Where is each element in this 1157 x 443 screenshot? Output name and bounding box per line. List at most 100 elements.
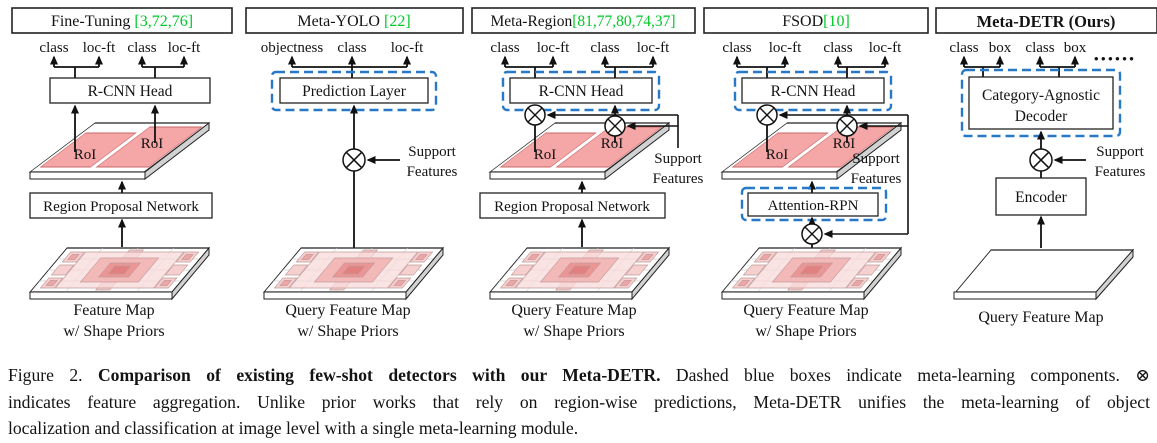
attention-rpn-label: Attention-RPN bbox=[768, 198, 859, 214]
feature-map-with-priors bbox=[488, 246, 671, 301]
support-features-wiring bbox=[546, 111, 679, 148]
output-label: loc-ft bbox=[391, 40, 424, 56]
query-feature-map bbox=[953, 248, 1135, 301]
encoder-label: Encoder bbox=[1015, 189, 1067, 206]
title-box bbox=[471, 7, 696, 34]
title-box bbox=[245, 7, 464, 34]
decoder-box bbox=[968, 76, 1114, 130]
caption-text: Dashed blue boxes indicate meta-learning… bbox=[660, 365, 1150, 385]
map-caption-line: Feature Map bbox=[73, 302, 154, 319]
prediction-layer-label: Prediction Layer bbox=[302, 83, 407, 100]
panel-meta-region: Meta-Region[81,77,80,74,37] class loc-ft… bbox=[470, 0, 704, 352]
caption-line-2: indicates feature aggregation. Unlike pr… bbox=[8, 391, 1150, 412]
output-label: loc-ft bbox=[83, 40, 116, 56]
caption-figure-number: Figure 2. bbox=[8, 365, 98, 385]
panel-title: FSOD[10] bbox=[782, 13, 850, 30]
feature-map-with-priors bbox=[262, 246, 445, 301]
map-caption-line: Query Feature Map bbox=[511, 302, 636, 319]
rcnn-head-box bbox=[741, 77, 885, 104]
output-fork-arrows bbox=[960, 55, 1079, 77]
support-features-label: Features bbox=[653, 171, 704, 187]
map-caption-line: Query Feature Map bbox=[743, 302, 868, 319]
support-features-label: Features bbox=[851, 171, 902, 187]
output-label: loc-ft bbox=[537, 40, 570, 56]
panel-fine-tuning: Fine-Tuning [3,72,76] class loc-ft class… bbox=[10, 0, 238, 352]
map-caption-line: w/ Shape Priors bbox=[523, 323, 624, 340]
output-fork-arrows bbox=[288, 55, 411, 78]
output-label: class bbox=[490, 40, 519, 56]
map-caption-line: Query Feature Map bbox=[285, 302, 410, 319]
support-features-label: Features bbox=[407, 164, 458, 180]
feature-aggregation-symbol bbox=[342, 148, 366, 172]
map-caption-line: w/ Shape Priors bbox=[297, 323, 398, 340]
panel-title: Fine-Tuning [3,72,76] bbox=[51, 13, 193, 30]
feature-aggregation-symbol bbox=[801, 223, 823, 245]
rpn-label: Region Proposal Network bbox=[494, 199, 650, 215]
panel-title: Meta-DETR (Ours) bbox=[977, 12, 1116, 31]
roi-label: RoI bbox=[833, 136, 856, 152]
map-caption-line: w/ Shape Priors bbox=[755, 323, 856, 340]
roi-label: RoI bbox=[766, 147, 789, 163]
output-label: loc-ft bbox=[168, 40, 201, 56]
feature-aggregation-symbol bbox=[524, 104, 546, 126]
caption-bold-title: Comparison of existing few-shot detector… bbox=[97, 365, 661, 385]
decoder-label: Decoder bbox=[1015, 108, 1068, 125]
support-features-label: Support bbox=[1096, 144, 1144, 160]
output-label: box bbox=[989, 40, 1012, 56]
roi-plane bbox=[488, 121, 671, 181]
meta-learning-dashed-box bbox=[733, 70, 893, 112]
encoder-box bbox=[995, 177, 1087, 216]
rcnn-head-box bbox=[49, 77, 211, 104]
title-box bbox=[935, 7, 1157, 34]
feature-aggregation-symbol bbox=[1029, 148, 1053, 172]
panel-title: Meta-Region[81,77,80,74,37] bbox=[490, 13, 675, 30]
feature-aggregation-symbol bbox=[756, 104, 778, 126]
support-features-label: Support bbox=[852, 151, 900, 167]
rpn-label: Region Proposal Network bbox=[43, 199, 199, 215]
rpn-box bbox=[479, 192, 666, 219]
output-label: class bbox=[337, 40, 366, 56]
output-label: class bbox=[127, 40, 156, 56]
caption-line-1: Figure 2. Comparison of existing few-sho… bbox=[8, 362, 1150, 389]
panel-meta-detr: Meta-DETR (Ours) class box class box •••… bbox=[934, 0, 1157, 352]
feature-map-with-priors bbox=[28, 246, 211, 301]
meta-learning-dashed-box bbox=[501, 70, 661, 112]
panel-title: Meta-YOLO [22] bbox=[297, 13, 410, 30]
output-fork-arrows bbox=[733, 55, 889, 78]
panel-meta-yolo: Meta-YOLO [22] objectness class loc-ft P… bbox=[244, 0, 472, 352]
roi-label: RoI bbox=[534, 147, 557, 163]
rcnn-head-label: R-CNN Head bbox=[88, 83, 173, 100]
output-label: class bbox=[1025, 40, 1054, 56]
output-label: loc-ft bbox=[637, 40, 670, 56]
map-caption-line: w/ Shape Priors bbox=[63, 323, 164, 340]
roi-plane bbox=[720, 121, 903, 181]
output-label: objectness bbox=[261, 40, 324, 56]
output-label: loc-ft bbox=[769, 40, 802, 56]
rcnn-head-label: R-CNN Head bbox=[771, 83, 856, 100]
roi-plane bbox=[28, 121, 211, 181]
panel-fsod: FSOD[10] class loc-ft class loc-ft R-CNN… bbox=[702, 0, 930, 352]
ellipsis-dots: •••••• bbox=[1094, 51, 1136, 66]
output-label: loc-ft bbox=[869, 40, 902, 56]
output-label: class bbox=[39, 40, 68, 56]
output-label: class bbox=[722, 40, 751, 56]
output-label: class bbox=[823, 40, 852, 56]
feature-aggregation-symbol bbox=[604, 115, 626, 137]
figure-caption: Figure 2. Comparison of existing few-sho… bbox=[8, 362, 1150, 442]
feature-aggregation-symbol bbox=[836, 115, 858, 137]
output-label: class bbox=[590, 40, 619, 56]
rpn-box bbox=[29, 192, 213, 219]
map-caption-line: Query Feature Map bbox=[978, 309, 1103, 326]
roi-label: RoI bbox=[601, 136, 624, 152]
roi-label: RoI bbox=[74, 147, 97, 163]
meta-learning-dashed-box bbox=[270, 70, 438, 112]
feature-map-with-priors bbox=[720, 246, 903, 301]
roi-label: RoI bbox=[141, 136, 164, 152]
support-features-label: Features bbox=[1095, 164, 1146, 180]
caption-line-3: localization and classification at image… bbox=[8, 418, 579, 438]
output-fork-arrows bbox=[501, 55, 657, 78]
output-fork-arrows bbox=[50, 55, 188, 78]
support-features-label: Support bbox=[408, 144, 456, 160]
output-label: box bbox=[1064, 40, 1087, 56]
